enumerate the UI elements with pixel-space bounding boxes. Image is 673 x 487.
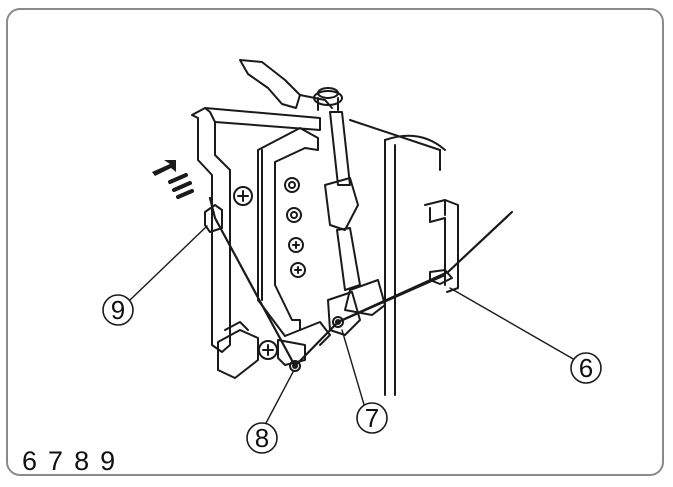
callout-9-label: 9 bbox=[111, 295, 125, 325]
top-lever bbox=[239, 59, 343, 111]
callout-8: 8 bbox=[246, 422, 278, 454]
pull-direction-arrow bbox=[152, 160, 194, 199]
thread-guide-6 bbox=[424, 199, 459, 293]
callout-8-label: 8 bbox=[255, 423, 269, 453]
base-plate bbox=[217, 321, 331, 379]
eyelet-8 bbox=[289, 360, 301, 372]
needle-bar bbox=[324, 111, 386, 336]
callout-6-label: 6 bbox=[579, 353, 593, 383]
sequence-step: 7 bbox=[48, 446, 65, 476]
sequence-step: 9 bbox=[100, 446, 117, 476]
eyelet-7 bbox=[332, 316, 344, 328]
callout-7-label: 7 bbox=[365, 403, 379, 433]
thread-guide-9 bbox=[204, 204, 223, 233]
leader-lines bbox=[129, 225, 576, 426]
callout-9: 9 bbox=[102, 294, 134, 326]
thread-path bbox=[208, 196, 514, 368]
callout-6: 6 bbox=[570, 352, 602, 384]
callout-7: 7 bbox=[356, 402, 388, 434]
sequence-step: 8 bbox=[74, 446, 91, 476]
machine-body bbox=[349, 119, 446, 396]
plate-assembly bbox=[191, 107, 321, 353]
sequence-step: 6 bbox=[22, 446, 39, 476]
figure-frame bbox=[6, 8, 664, 476]
